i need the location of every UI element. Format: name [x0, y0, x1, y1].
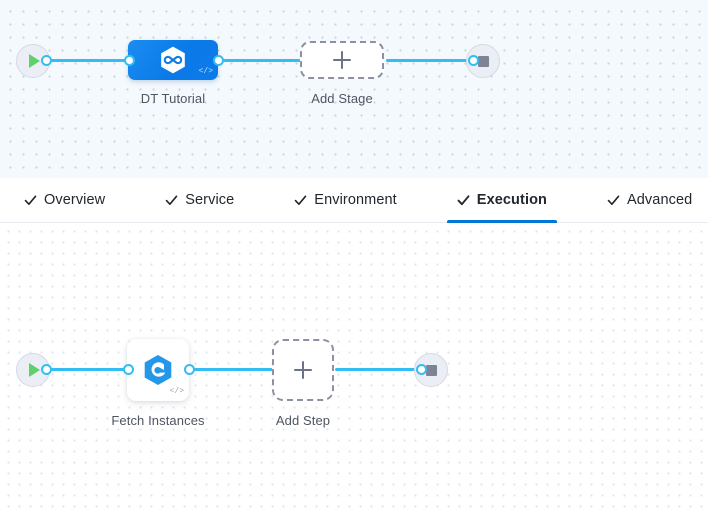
check-icon	[457, 194, 470, 207]
tab-service-label: Service	[185, 192, 235, 208]
step-node-output-port[interactable]	[184, 364, 195, 375]
check-icon	[294, 194, 307, 207]
stage-code-badge[interactable]: </>	[198, 67, 213, 76]
step-end-port[interactable]	[416, 364, 427, 375]
step-code-badge[interactable]: </>	[169, 387, 184, 396]
harness-hexagon-icon	[161, 46, 185, 74]
stage-node-output-port[interactable]	[213, 55, 224, 66]
plus-icon	[333, 51, 351, 69]
tab-service[interactable]: Service	[155, 178, 244, 222]
stage-connector-start-to-node	[44, 59, 130, 62]
play-icon	[29, 54, 40, 68]
stop-icon	[477, 55, 489, 67]
elastigroup-hexagon-icon	[144, 355, 172, 385]
tab-execution-label: Execution	[476, 192, 547, 208]
stage-node-label: DT Tutorial	[140, 91, 206, 106]
stage-connector-node-to-addstage	[218, 59, 302, 62]
stage-end-port[interactable]	[468, 55, 479, 66]
plus-icon	[294, 361, 312, 379]
step-start-port[interactable]	[41, 364, 52, 375]
add-stage-button[interactable]	[300, 41, 384, 79]
stage-canvas[interactable]: </> DT Tutorial Add Stage	[0, 0, 708, 178]
tab-environment[interactable]: Environment	[284, 178, 407, 222]
stage-config-tabbar: Overview Service Environment Execution	[0, 178, 708, 223]
tab-overview[interactable]: Overview	[14, 178, 115, 222]
tab-environment-label: Environment	[314, 192, 397, 208]
play-icon	[29, 363, 40, 377]
check-icon	[165, 194, 178, 207]
step-connector-start-to-node	[44, 368, 130, 371]
stage-connector-addstage-to-end	[386, 59, 472, 62]
step-connector-node-to-addstep	[188, 368, 273, 371]
tab-overview-label: Overview	[44, 192, 106, 208]
step-node-input-port[interactable]	[123, 364, 134, 375]
tab-advanced[interactable]: Advanced	[597, 178, 702, 222]
stage-node-input-port[interactable]	[124, 55, 135, 66]
add-step-label: Add Step	[275, 413, 331, 428]
add-step-button[interactable]	[272, 339, 334, 401]
step-node-label: Fetch Instances	[111, 413, 205, 428]
stop-icon	[425, 364, 437, 376]
stage-node-dt-tutorial[interactable]: </>	[128, 40, 218, 80]
check-icon	[24, 194, 37, 207]
tab-list: Overview Service Environment Execution	[0, 178, 708, 223]
step-connector-addstep-to-end	[335, 368, 420, 371]
stage-start-port[interactable]	[41, 55, 52, 66]
check-icon	[607, 194, 620, 207]
execution-steps-canvas[interactable]: </> Fetch Instances Add Step	[0, 223, 708, 511]
tab-advanced-label: Advanced	[627, 192, 693, 208]
tab-execution[interactable]: Execution	[446, 178, 558, 223]
step-node-fetch-instances[interactable]: </>	[127, 339, 189, 401]
add-stage-label: Add Stage	[311, 91, 373, 106]
